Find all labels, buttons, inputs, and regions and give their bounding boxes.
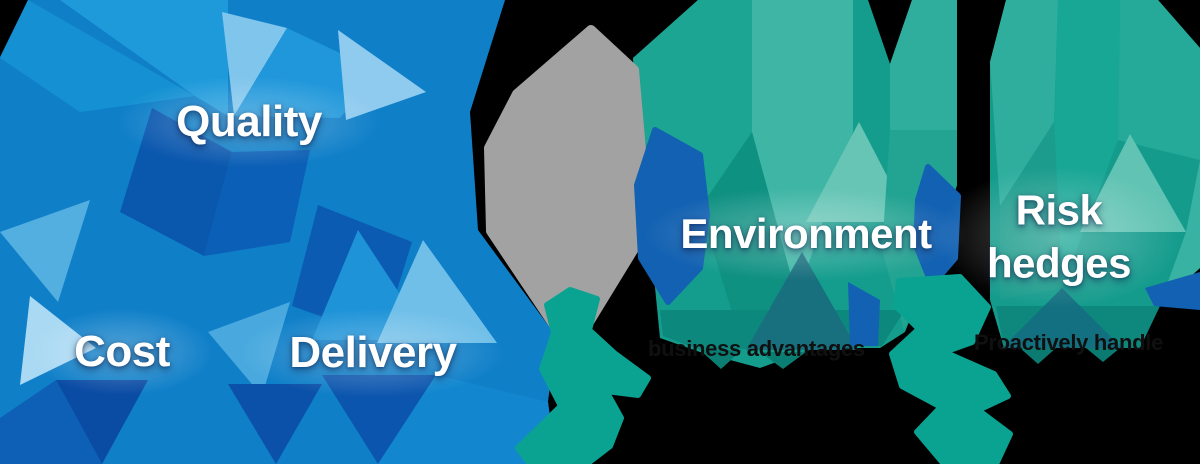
environment-cluster-shape — [633, 0, 957, 369]
risk-cluster-shape — [990, 0, 1200, 364]
environment-note: business advantages — [648, 336, 865, 361]
cost-label: Cost — [74, 327, 170, 376]
risk-note: Proactively handle — [974, 330, 1164, 355]
blue-gem-connector-right-edge — [1145, 272, 1200, 310]
qcd-cluster-shape — [0, 0, 556, 464]
risk-hedges-label-line2: hedges — [986, 239, 1132, 286]
risk-hedges-label-line1: Risk — [1015, 186, 1103, 234]
teal-ribbon-arrow-left — [515, 287, 651, 464]
blue-gem-connector-left — [634, 127, 710, 305]
teal-ribbon-arrow-right — [889, 274, 1013, 464]
environment-label: Environment — [680, 210, 932, 257]
delivery-label: Delivery — [289, 328, 457, 377]
quality-label: Quality — [176, 97, 322, 146]
risk-hedges-label: Risk hedges — [986, 185, 1132, 290]
